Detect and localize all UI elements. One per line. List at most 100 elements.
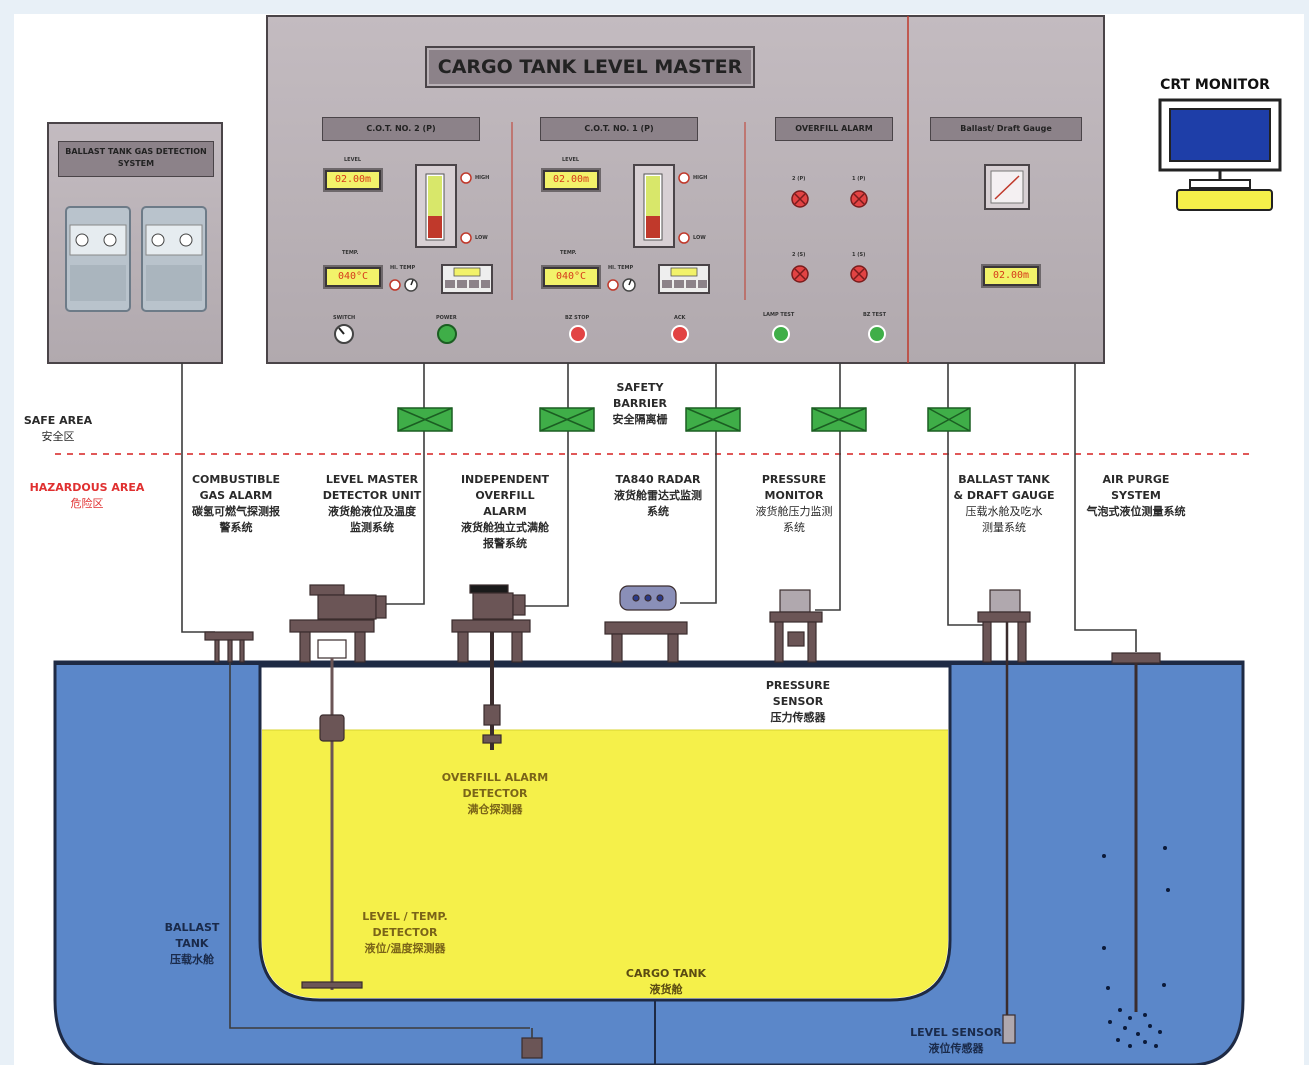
system-pressure-cn: 液货舱压力监测系统 [755,505,833,534]
cot1-low-label: LOW [693,235,706,241]
cot2-title: C.O.T. NO. 2 (P) [322,117,480,141]
safety-barrier-en: SAFETY BARRIER [613,381,667,410]
system-air-en: AIR PURGE SYSTEM [1102,473,1170,502]
cargo-liquid [262,730,948,998]
system-overfill-en: INDEPENDENT OVERFILL ALARM [460,473,550,518]
pressure-sensor-label: PRESSURE SENSOR 压力传感器 [748,678,848,726]
safe-area-label: SAFE AREA 安全区 [22,413,94,445]
system-air-cn: 气泡式液位测量系统 [1086,505,1186,518]
gas-panel-title: BALLAST TANK GAS DETECTION SYSTEM [58,141,214,177]
system-label-ballast: BALLAST TANK & DRAFT GAUGE 压载水舱及吃水测量系统 [953,472,1055,536]
cot1-temp-display: 040°C [543,267,599,287]
signal-wires [181,363,1137,1029]
power-label: POWER [436,315,457,321]
overfill-lamps [791,190,868,283]
keypads [441,264,710,294]
level-master-detector [289,584,387,990]
ballast-sensor-box [521,1037,543,1059]
system-label-gas: COMBUSTIBLE GAS ALARM 碳氢可燃气探测报警系统 [186,472,286,536]
bargraph-cot2 [415,164,457,248]
cot2-temp-display: 040°C [325,267,381,287]
gas-sampling-point [204,631,254,663]
bargraph-cot1 [633,164,675,248]
hazard-area-en: HAZARDOUS AREA [29,481,145,494]
system-ballast-cn: 压载水舱及吃水测量系统 [965,505,1043,534]
system-label-air-purge: AIR PURGE SYSTEM 气泡式液位测量系统 [1082,472,1190,520]
cot1-level-display: 02.00m [543,170,599,190]
system-radar-cn: 液货舱雷达式监测系统 [614,489,702,518]
system-overfill-cn: 液货舱独立式满舱报警系统 [461,521,549,550]
cot2-level-label: LEVEL [344,157,362,163]
safety-barrier-cn: 安全隔离栅 [612,413,668,426]
overfill-detector-cn: 满仓探测器 [467,803,523,816]
gas-detector-units [65,206,207,312]
system-gas-en: COMBUSTIBLE GAS ALARM [191,473,281,502]
crt-monitor-graphic [1158,98,1282,211]
ballast-gauge-title: Ballast/ Draft Gauge [930,117,1082,141]
hazard-area-label: HAZARDOUS AREA 危险区 [28,480,146,512]
hazard-area-cn: 危险区 [70,497,104,510]
cot1-level-label: LEVEL [562,157,580,163]
level-temp-en: LEVEL / TEMP. DETECTOR [362,910,448,939]
level-sensor-en: LEVEL SENSOR [910,1026,1002,1039]
overfill-lamp-2p-label: 2 (P) [792,176,806,182]
pressure-sensor-cn: 压力传感器 [770,711,826,724]
gas-panel-title-text: BALLAST TANK GAS DETECTION SYSTEM [65,147,207,168]
cot2-hi-temp-label: HI. TEMP [390,265,416,271]
ballast-tank-cn: 压载水舱 [170,953,214,966]
cot2-low-label: LOW [475,235,488,241]
lamp-test-label: LAMP TEST [763,312,795,318]
cot2-high-label: HIGH [475,175,490,181]
overfill-title: OVERFILL ALARM [775,117,893,141]
safety-barriers [397,407,971,432]
safe-area-cn: 安全区 [41,430,75,443]
air-purge-unit [1111,652,1161,1012]
ballast-dial [984,164,1030,210]
cargo-tank-cn: 液货舱 [649,983,683,996]
system-ballast-en: BALLAST TANK & DRAFT GAUGE [953,473,1055,502]
bz-test-label: BZ TEST [863,312,887,318]
cot1-high-label: HIGH [693,175,708,181]
overfill-detector-en: OVERFILL ALARM DETECTOR [441,771,549,800]
radar-unit [604,585,688,663]
overfill-lamp-2s-label: 2 (S) [792,252,806,258]
switch-label: SWITCH [333,315,356,321]
overfill-detector-label: OVERFILL ALARM DETECTOR 满仓探测器 [430,770,560,818]
level-sensor-cn: 液位传感器 [928,1042,984,1055]
ballast-tank-label: BALLAST TANK 压载水舱 [152,920,232,968]
ballast-gauge-display: 02.00m [983,266,1039,286]
level-temp-cn: 液位/温度探测器 [364,942,446,955]
cot1-hi-temp-label: HI. TEMP [608,265,634,271]
cot2-level-display: 02.00m [325,170,381,190]
level-sensor-label: LEVEL SENSOR 液位传感器 [908,1025,1004,1057]
level-temp-detector-label: LEVEL / TEMP. DETECTOR 液位/温度探测器 [345,909,465,957]
system-label-overfill: INDEPENDENT OVERFILL ALARM 液货舱独立式满舱报警系统 [456,472,554,552]
bz-stop-label: BZ STOP [565,315,590,321]
cot1-temp-label: TEMP. [560,250,577,256]
crt-monitor-label: CRT MONITOR [1160,77,1270,93]
system-level-en: LEVEL MASTER DETECTOR UNIT [322,473,422,502]
pressure-sensor-en: PRESSURE SENSOR [765,679,831,708]
ballast-tank-en: BALLAST TANK [164,921,220,950]
cot2-temp-label: TEMP. [342,250,359,256]
overfill-alarm-unit [451,584,531,750]
system-gas-cn: 碳氢可燃气探测报警系统 [192,505,280,534]
air-bubbles [1102,846,1170,1048]
cargo-tank-label: CARGO TANK 液货舱 [616,966,716,998]
cargo-tank-en: CARGO TANK [625,967,707,980]
cot1-title: C.O.T. NO. 1 (P) [540,117,698,141]
overfill-lamp-1s-label: 1 (S) [852,252,866,258]
safety-barrier-label: SAFETY BARRIER 安全隔离栅 [590,380,690,428]
panel-title: CARGO TANK LEVEL MASTER [425,46,755,88]
safe-area-en: SAFE AREA [23,414,93,427]
panel-buttons [334,324,886,344]
system-label-pressure: PRESSURE MONITOR 液货舱压力监测系统 [748,472,840,536]
system-pressure-en: PRESSURE MONITOR [761,473,827,502]
ballast-gauge-unit [977,589,1031,1044]
system-label-level-master: LEVEL MASTER DETECTOR UNIT 液货舱液位及温度监测系统 [322,472,422,536]
ack-label: ACK [674,315,686,321]
pressure-monitor-unit [769,589,823,663]
hi-temp-knobs [389,278,636,292]
hi-low-indicators [460,172,690,244]
